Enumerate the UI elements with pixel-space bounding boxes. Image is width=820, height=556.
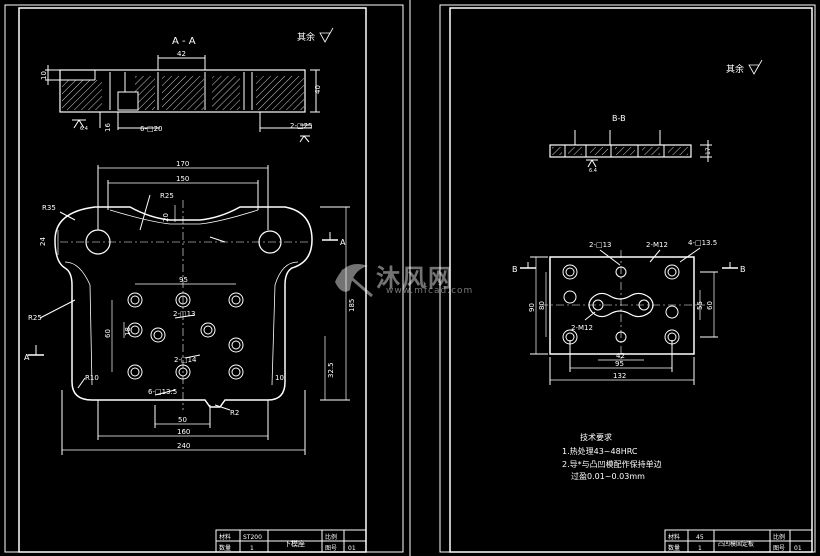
right-sheet-frame bbox=[449, 7, 813, 553]
roughness-symbol-icon bbox=[319, 27, 334, 43]
tech-req-line-1: 1.热处理43~48HRC bbox=[562, 446, 638, 456]
roughness-note-text-right: 其余 bbox=[726, 63, 744, 75]
dim-16: 16 bbox=[104, 123, 112, 132]
section-marker-a-left: A bbox=[24, 353, 30, 362]
dim-6-13-5: 6-□13.5 bbox=[148, 388, 177, 396]
plan-view-punch-die-plate bbox=[520, 247, 738, 385]
dim-2-13-right: 2-□13 bbox=[589, 241, 612, 249]
section-marker-a-right: A bbox=[340, 238, 346, 247]
dim-42: 42 bbox=[177, 50, 186, 58]
tech-req-line-2: 2.导*与凸凹模配作保持单边 bbox=[562, 459, 662, 469]
tb-right-material-label: 材料 bbox=[668, 533, 680, 541]
tb-right-part-name: 凸凹模固定板 bbox=[718, 540, 754, 548]
dim-2-13: 2-□13 bbox=[173, 310, 196, 318]
section-a-a-title: A - A bbox=[172, 36, 196, 47]
tech-req-line-3: 过盈0.01~0.03mm bbox=[571, 471, 645, 481]
dim-60-right: 60 bbox=[706, 301, 714, 310]
dim-6-20: 6-□20 bbox=[140, 125, 163, 133]
dim-r2: R2 bbox=[230, 409, 239, 417]
dim-32-5: 32.5 bbox=[327, 362, 335, 378]
dim-80: 80 bbox=[538, 301, 546, 310]
section-a-a-view: A - A bbox=[40, 36, 322, 143]
dim-132: 132 bbox=[613, 372, 626, 380]
watermark-logo-icon bbox=[335, 264, 373, 298]
dim-10: 10 bbox=[275, 374, 284, 382]
dim-60: 60 bbox=[104, 329, 112, 338]
section-b-b-title: B-B bbox=[612, 114, 626, 123]
tb-left-drawing-no-label: 图号 bbox=[325, 545, 337, 552]
dim-18: 18 bbox=[124, 327, 132, 336]
dim-2-25: 2-□25 bbox=[290, 122, 313, 130]
dim-r25-top: R25 bbox=[160, 192, 174, 200]
dim-r35: R35 bbox=[42, 204, 56, 212]
dim-4-13-5: 4-□13.5 bbox=[688, 239, 717, 247]
watermark-text: 沐风网 bbox=[376, 264, 454, 292]
dim-150: 150 bbox=[176, 175, 189, 183]
dim-2-m12: 2-M12 bbox=[646, 241, 668, 249]
tb-right-drawing-no: 01 bbox=[794, 545, 802, 552]
dim-r25-left: R25 bbox=[28, 314, 42, 322]
dim-50: 50 bbox=[178, 416, 187, 424]
tb-left-scale-label: 比例 bbox=[325, 533, 337, 541]
watermark-url: www.mfcad.com bbox=[386, 286, 474, 296]
title-block-right: 材料 45 凸凹模固定板 比例 数量 1 图号 01 bbox=[664, 529, 813, 553]
dim-240: 240 bbox=[177, 442, 190, 450]
roughness-note-left: 其余 bbox=[297, 27, 334, 43]
left-sheet: A - A bbox=[4, 4, 404, 553]
right-sheet: 其余 B-B 17 6. bbox=[439, 4, 816, 553]
tb-left-material: ST200 bbox=[243, 534, 262, 541]
dim-90: 90 bbox=[528, 303, 536, 312]
tech-req-title: 技术要求 bbox=[580, 432, 612, 442]
dim-2-m12-bottom: 2-M12 bbox=[571, 324, 593, 332]
dim-24: 24 bbox=[39, 237, 47, 246]
dim-42-right: 42 bbox=[616, 352, 625, 360]
roughness-note-text: 其余 bbox=[297, 31, 315, 43]
dim-17: 17 bbox=[705, 147, 712, 155]
tb-left-qty: 1 bbox=[250, 545, 254, 552]
watermark: 沐风网 www.mfcad.com bbox=[330, 256, 500, 300]
plan-view-lower-die-base bbox=[28, 165, 350, 455]
dim-10: 10 bbox=[40, 71, 48, 80]
roughness-note-right: 其余 bbox=[726, 59, 763, 75]
tb-right-drawing-no-label: 图号 bbox=[773, 545, 785, 552]
roughness-symbol-icon-right bbox=[748, 59, 763, 75]
dim-185: 185 bbox=[348, 299, 356, 312]
dim-55: 55 bbox=[696, 301, 704, 310]
tb-right-qty: 1 bbox=[698, 545, 702, 552]
tb-right-material: 45 bbox=[696, 534, 704, 541]
tb-left-material-label: 材料 bbox=[219, 533, 231, 541]
dim-r10: R10 bbox=[85, 374, 99, 382]
tb-left-part-name: 下模座 bbox=[284, 539, 305, 548]
plan-view-labels: 170 150 R25 R35 20 24 R25 95 2-□13 2-□14… bbox=[24, 160, 356, 450]
dim-95: 95 bbox=[179, 276, 188, 284]
section-marker-b-right: B bbox=[740, 265, 746, 274]
title-block-left: 材料 ST200 下模座 比例 数量 1 图号 01 bbox=[215, 529, 367, 553]
section-marker-b-left: B bbox=[512, 265, 518, 274]
dim-170: 170 bbox=[176, 160, 189, 168]
roughness-value: 6.4 bbox=[80, 126, 88, 132]
tb-left-drawing-no: 01 bbox=[348, 545, 356, 552]
left-sheet-frame bbox=[18, 7, 367, 553]
dim-20: 20 bbox=[162, 213, 170, 222]
roughness-value-right: 6.4 bbox=[589, 168, 597, 174]
plate-labels: 2-□13 2-M12 4-□13.5 90 80 60 55 2-M12 42… bbox=[512, 239, 746, 380]
dim-40: 40 bbox=[314, 85, 322, 94]
tb-right-scale-label: 比例 bbox=[773, 533, 785, 541]
tb-left-qty-label: 数量 bbox=[219, 544, 231, 552]
technical-requirements: 技术要求 1.热处理43~48HRC 2.导*与凸凹模配作保持单边 过盈0.01… bbox=[562, 432, 662, 481]
dim-2-14: 2-□14 bbox=[174, 356, 197, 364]
dim-160: 160 bbox=[177, 428, 190, 436]
tb-right-qty-label: 数量 bbox=[668, 544, 680, 552]
dim-95-right: 95 bbox=[615, 360, 624, 368]
section-b-b-view: B-B 17 6.4 bbox=[549, 114, 712, 174]
